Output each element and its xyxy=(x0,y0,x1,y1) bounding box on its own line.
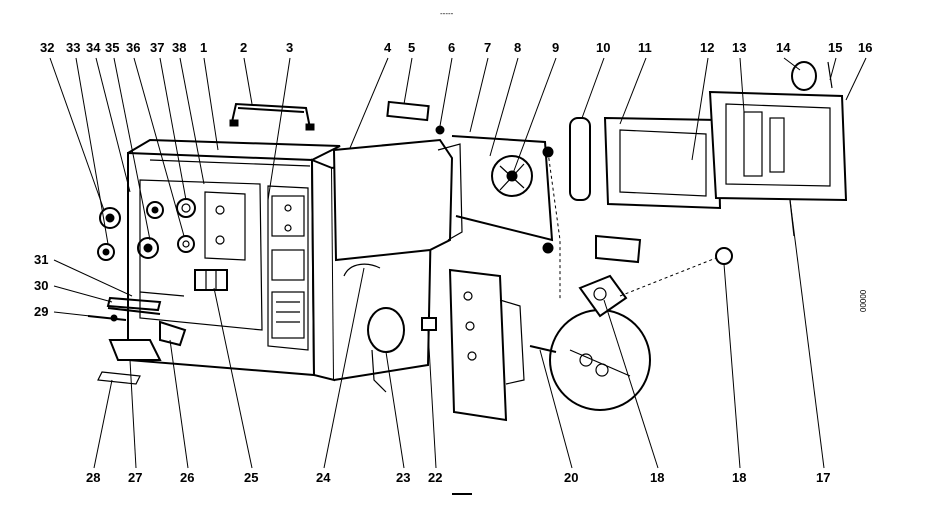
callout-16: 16 xyxy=(858,40,872,55)
callout-36: 36 xyxy=(126,40,140,55)
deflection-yoke xyxy=(451,135,561,300)
callout-20: 20 xyxy=(564,470,578,485)
callout-18-center: 18 xyxy=(650,470,664,485)
callout-33: 33 xyxy=(66,40,80,55)
callout-14: 14 xyxy=(776,40,791,55)
cabinet xyxy=(127,138,434,382)
callout-2: 2 xyxy=(240,40,247,55)
callout-12: 12 xyxy=(700,40,714,55)
callout-25: 25 xyxy=(244,470,258,485)
callout-34: 34 xyxy=(86,40,101,55)
callout-18-right: 18 xyxy=(732,470,746,485)
callout-13: 13 xyxy=(732,40,746,55)
callout-17: 17 xyxy=(816,470,830,485)
callout-32: 32 xyxy=(40,40,54,55)
knobs xyxy=(97,198,228,291)
callout-1: 1 xyxy=(200,40,207,55)
callout-5: 5 xyxy=(408,40,415,55)
tuner-parts xyxy=(578,199,795,318)
callout-15: 15 xyxy=(828,40,842,55)
callout-31: 31 xyxy=(34,252,48,267)
top-page-mark: ----- xyxy=(440,9,454,18)
callout-4: 4 xyxy=(384,40,392,55)
callout-37: 37 xyxy=(150,40,164,55)
callout-labels: 32 33 34 35 36 37 38 1 2 3 4 5 6 7 8 9 1… xyxy=(34,40,872,485)
callout-22: 22 xyxy=(428,470,442,485)
callout-26: 26 xyxy=(180,470,194,485)
callout-8: 8 xyxy=(514,40,521,55)
small-parts-left xyxy=(87,291,187,385)
callout-11: 11 xyxy=(638,40,652,55)
callout-29: 29 xyxy=(34,304,48,319)
callout-3: 3 xyxy=(286,40,293,55)
callout-38: 38 xyxy=(172,40,186,55)
callout-30: 30 xyxy=(34,278,48,293)
callout-23: 23 xyxy=(396,470,410,485)
callout-24: 24 xyxy=(316,470,331,485)
callout-10: 10 xyxy=(596,40,610,55)
rear-covers xyxy=(569,61,848,210)
side-page-mark: 00000 xyxy=(859,289,868,312)
callout-28: 28 xyxy=(86,470,100,485)
leader-lines xyxy=(49,57,867,469)
callout-27: 27 xyxy=(128,470,142,485)
callout-9: 9 xyxy=(552,40,559,55)
callout-7: 7 xyxy=(484,40,491,55)
callout-6: 6 xyxy=(448,40,455,55)
carry-handle xyxy=(229,102,315,131)
callout-35: 35 xyxy=(105,40,119,55)
picture-tube-housing xyxy=(332,100,463,262)
